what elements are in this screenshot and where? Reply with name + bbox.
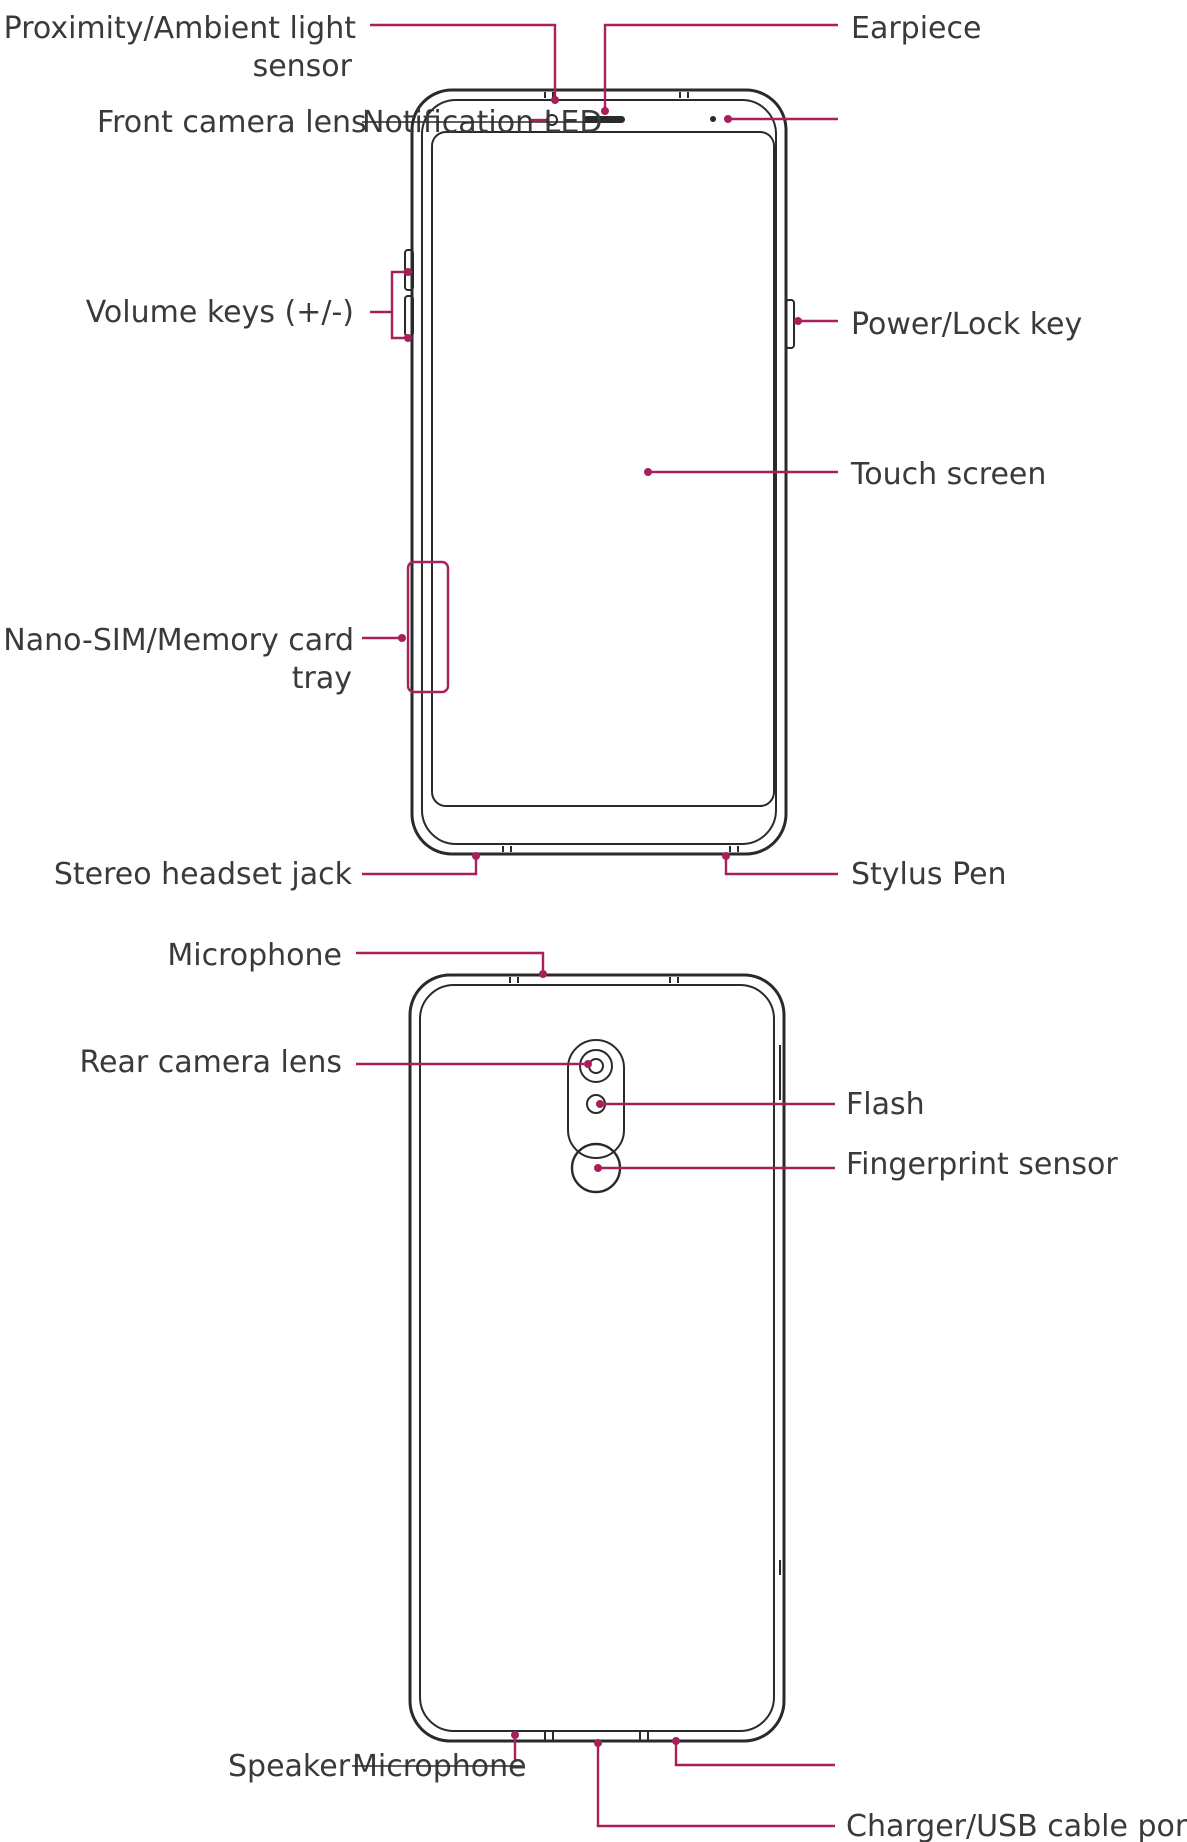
front-labels: Proximity/Ambient light sensor Earpiece … <box>3 11 1082 892</box>
leader-dot <box>404 268 412 276</box>
leader-dot <box>594 1164 602 1172</box>
leader-dot <box>722 852 730 860</box>
label-flash: Flash <box>846 1087 925 1122</box>
leader-dot <box>724 115 732 123</box>
leader-dot <box>472 852 480 860</box>
notification-led-shape <box>710 116 716 122</box>
label-charger-port: Charger/USB cable port <box>846 1809 1187 1842</box>
rear-view-device <box>408 973 786 1743</box>
leader-dot <box>584 1060 592 1068</box>
earpiece-grille <box>583 116 625 123</box>
label-earpiece: Earpiece <box>851 11 981 46</box>
label-rear-camera: Rear camera lens <box>80 1045 342 1080</box>
leader-headset-jack <box>362 858 478 876</box>
label-microphone-top: Microphone <box>167 938 342 973</box>
leader-volume-keys <box>390 270 408 340</box>
leader-dot <box>672 1737 680 1745</box>
label-front-camera: Front camera lens <box>97 105 367 140</box>
rear-leader-lines <box>356 951 835 1828</box>
camera-module <box>567 1039 625 1159</box>
leader-proximity <box>370 23 557 97</box>
leader-dot <box>511 1731 519 1739</box>
leader-dot <box>794 317 802 325</box>
leader-earpiece <box>603 23 838 108</box>
leader-stylus-pen <box>724 858 838 876</box>
label-headset-jack: Stereo headset jack <box>54 857 353 892</box>
label-volume-keys: Volume keys (+/-) <box>86 295 354 330</box>
leader-dot <box>644 468 652 476</box>
label-power-key: Power/Lock key <box>851 307 1082 342</box>
leader-dot <box>596 1100 604 1108</box>
label-sim-tray-line2: tray <box>292 661 352 696</box>
leader-dot <box>404 334 412 342</box>
leader-charger-port <box>596 1745 835 1828</box>
leader-dot <box>601 107 609 115</box>
rear-body-inner <box>419 984 775 1732</box>
leader-dot <box>398 634 406 642</box>
front-leader-lines <box>362 23 838 876</box>
touch-screen-panel <box>431 131 775 807</box>
label-speaker: Speaker <box>228 1749 351 1784</box>
label-proximity-line1: Proximity/Ambient light <box>4 11 357 46</box>
leader-dot <box>539 970 547 978</box>
label-stylus-pen: Stylus Pen <box>851 857 1007 892</box>
leader-dot <box>594 1739 602 1747</box>
sim-tray-highlight <box>406 560 450 694</box>
leader-microphone-top <box>356 951 545 972</box>
leader-dot <box>551 96 559 104</box>
power-button <box>785 299 795 349</box>
label-fingerprint: Fingerprint sensor <box>846 1147 1118 1182</box>
label-proximity-line2: sensor <box>253 49 353 84</box>
label-touch-screen: Touch screen <box>850 457 1046 492</box>
rear-body-outline <box>408 973 786 1743</box>
front-camera-lens-shape <box>546 114 558 126</box>
rear-labels: Microphone Rear camera lens Flash Finger… <box>80 938 1187 1842</box>
label-sim-tray-line1: Nano-SIM/Memory card <box>3 623 354 658</box>
rear-camera-lens-shape <box>579 1049 613 1083</box>
leader-microphone-bottom <box>674 1743 835 1767</box>
